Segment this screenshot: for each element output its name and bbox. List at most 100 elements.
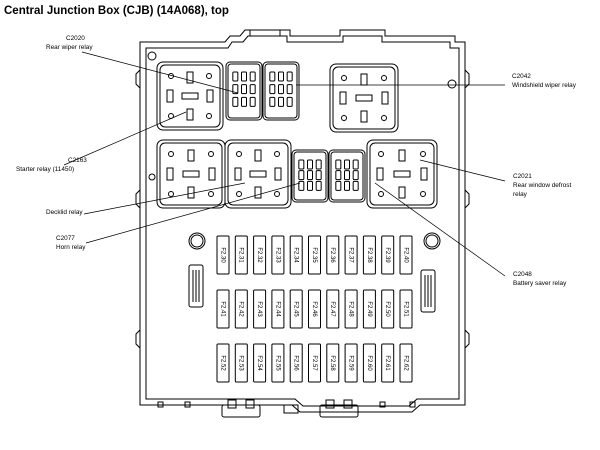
fuse-label: F2.41 [219, 301, 225, 317]
fuse-F2-50: F2.50 [381, 289, 395, 329]
fuse-label: F2.49 [366, 301, 372, 317]
callout-rear-window-defrost-relay: C2021 Rear window defrost relay [513, 172, 583, 199]
relay-socket-rear-wiper-2 [262, 61, 300, 121]
fuse-F2-43: F2.43 [253, 289, 267, 329]
mounting-holes [147, 51, 457, 250]
fuse-F2-57: F2.57 [308, 343, 321, 383]
fuse-label: F2.53 [238, 355, 244, 371]
fuse-F2-47: F2.47 [326, 289, 340, 329]
fuse-label: F2.62 [402, 355, 408, 371]
fuse-label: F2.33 [274, 247, 280, 263]
callout-code: C2042 [512, 73, 531, 80]
fuse-F2-45: F2.45 [289, 289, 303, 329]
fuse-F2-30: F2.30 [216, 235, 230, 275]
fuse-F2-44: F2.44 [271, 289, 285, 329]
fuse-F2-37: F2.37 [344, 235, 358, 275]
fuse-label: F2.38 [366, 247, 372, 263]
callout-code: C2048 [513, 271, 532, 278]
relay-socket-mini-2 [328, 149, 366, 203]
fuse-label: F2.31 [238, 247, 244, 263]
callout-horn-relay: C2077 Horn relay [56, 234, 85, 252]
fuse-label: F2.54 [256, 355, 262, 371]
fuse-F2-61: F2.61 [381, 343, 395, 383]
fuse-label: F2.55 [274, 355, 280, 371]
relay-socket-rear-wiper [225, 61, 263, 121]
fuse-label: F2.56 [293, 355, 299, 371]
callout-code: C2020 [66, 35, 85, 42]
callout-windshield-wiper-relay: C2042 Windshield wiper relay [512, 72, 576, 90]
fuse-F2-59: F2.59 [344, 343, 358, 383]
right-side-connector [420, 269, 436, 313]
left-side-connector [188, 264, 204, 308]
fuse-F2-52: F2.52 [216, 343, 230, 383]
callout-starter-relay: C2163 Starter relay (11450) [16, 156, 87, 174]
fuse-label: F2.36 [329, 247, 335, 263]
fuse-F2-38: F2.38 [362, 235, 376, 275]
fuse-label: F2.42 [238, 301, 244, 317]
fuse-F2-46: F2.46 [308, 289, 321, 329]
fuse-F2-53: F2.53 [234, 343, 248, 383]
fuse-label: F2.60 [366, 355, 372, 371]
fuse-F2-34: F2.34 [289, 235, 303, 275]
fuse-F2-42: F2.42 [234, 289, 248, 329]
fuse-label: F2.59 [348, 355, 354, 371]
housing-outline [139, 29, 466, 413]
fuse-label: F2.37 [348, 247, 354, 263]
fuse-label: F2.47 [329, 301, 335, 317]
fuse-label: F2.44 [274, 301, 280, 317]
callout-name: Windshield wiper relay [512, 82, 576, 89]
callout-name: Battery saver relay [513, 280, 567, 287]
fuse-F2-51: F2.51 [399, 289, 413, 329]
callout-name: Starter relay (11450) [16, 166, 75, 173]
fuse-label: F2.61 [384, 355, 390, 371]
callout-name: Rear wiper relay [46, 44, 93, 51]
fuse-F2-31: F2.31 [234, 235, 248, 275]
fuse-label: F2.43 [256, 301, 262, 317]
fuse-label: F2.46 [311, 301, 317, 317]
relay-socket-mini-1 [291, 149, 329, 203]
relay-socket-starter [156, 61, 224, 131]
fuse-F2-49: F2.49 [362, 289, 376, 329]
fuse-label: F2.34 [293, 247, 299, 263]
fuse-label: F2.48 [348, 301, 354, 317]
fuse-F2-48: F2.48 [344, 289, 358, 329]
fuse-F2-58: F2.58 [326, 343, 340, 383]
fuse-label: F2.39 [384, 247, 390, 263]
callout-rear-wiper-relay: C2020 Rear wiper relay [46, 34, 93, 52]
fuse-F2-40: F2.40 [399, 235, 413, 275]
callout-name: Rear window defrost relay [513, 182, 572, 198]
fuse-label: F2.35 [311, 247, 317, 263]
fuse-F2-41: F2.41 [216, 289, 230, 329]
fuse-F2-56: F2.56 [289, 343, 303, 383]
relay-socket-windshield-wiper [329, 63, 399, 133]
relay-socket-horn [224, 139, 292, 209]
fuse-label: F2.30 [219, 247, 225, 263]
fuse-F2-55: F2.55 [271, 343, 285, 383]
fuse-F2-60: F2.60 [362, 343, 376, 383]
leader-lines [63, 51, 506, 277]
fuse-F2-54: F2.54 [253, 343, 267, 383]
callout-name: Decklid relay [46, 209, 83, 216]
relay-socket-rear-window-defrost [366, 139, 438, 209]
fuse-label: F2.51 [402, 301, 408, 317]
fuse-F2-39: F2.39 [381, 235, 395, 275]
fuse-label: F2.40 [402, 247, 408, 263]
fuse-label: F2.52 [219, 355, 225, 371]
callout-code: C2021 [513, 173, 532, 180]
callout-code: C2163 [68, 157, 87, 164]
fuse-label: F2.58 [329, 355, 335, 371]
diagram-title: Central Junction Box (CJB) (14A068), top [4, 5, 229, 17]
fuse-label: F2.32 [256, 247, 262, 263]
fuse-F2-36: F2.36 [326, 235, 340, 275]
callout-battery-saver-relay: C2048 Battery saver relay [513, 270, 566, 288]
fuse-F2-35: F2.35 [308, 235, 321, 275]
fuse-label: F2.50 [384, 301, 390, 317]
fuse-F2-62: F2.62 [399, 343, 413, 383]
callout-decklid-relay: Decklid relay [46, 208, 83, 217]
callout-code: C2077 [56, 235, 75, 242]
fuse-F2-33: F2.33 [271, 235, 285, 275]
fuse-F2-32: F2.32 [253, 235, 267, 275]
fuse-label: F2.45 [293, 301, 299, 317]
fuse-label: F2.57 [311, 355, 317, 371]
